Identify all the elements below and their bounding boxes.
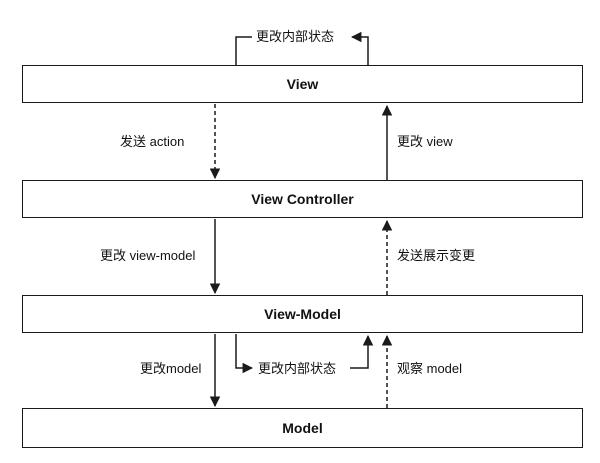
vm-self-update-label: 更改内部状态: [258, 361, 337, 376]
view-self-loop-arrow: [350, 31, 369, 65]
view-self-loop-tail: [235, 36, 252, 65]
vm-self-loop-arrow: [350, 334, 374, 369]
send-display-change-label: 发送展示变更: [397, 248, 476, 263]
view-controller-layer-label: View Controller: [251, 191, 354, 207]
view-layer: View: [22, 65, 583, 103]
view-layer-label: View: [286, 76, 319, 92]
observe-model-label: 观察 model: [397, 361, 463, 376]
change-view-model-label: 更改 view-model: [100, 248, 196, 263]
send-action-label: 发送 action: [120, 134, 185, 149]
model-layer-label: Model: [282, 420, 323, 436]
change-view-label: 更改 view: [397, 134, 453, 149]
view-model-layer: View-Model: [22, 295, 583, 333]
view-model-layer-label: View-Model: [264, 306, 341, 322]
view-controller-layer: View Controller: [22, 180, 583, 218]
vm-self-loop-tail: [235, 334, 254, 374]
model-layer: Model: [22, 408, 583, 448]
view-self-update-label: 更改内部状态: [256, 29, 335, 44]
change-model-label: 更改model: [140, 361, 202, 376]
